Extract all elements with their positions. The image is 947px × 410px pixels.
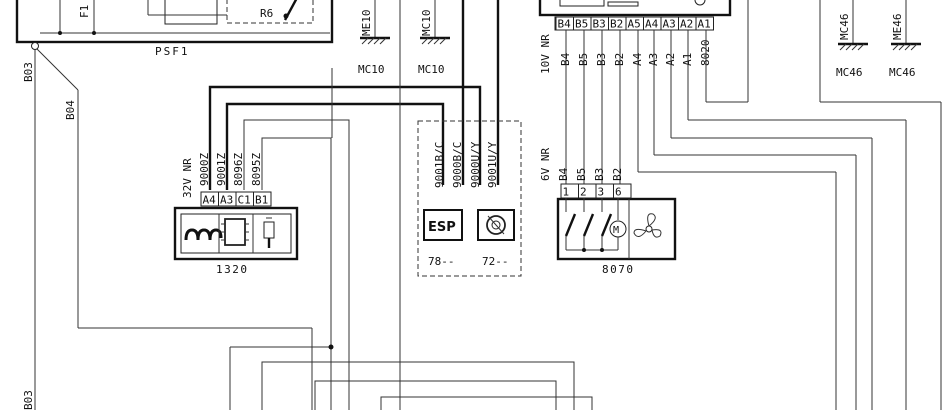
component-1320-label: 1320	[216, 263, 249, 276]
switch-contacts	[564, 198, 618, 252]
top-connector-pin: A5	[628, 18, 641, 31]
mc10-left-label: MC10	[358, 63, 385, 76]
top-connector-pin: A2	[680, 18, 693, 31]
me10-wire-label: ME10	[360, 10, 373, 37]
coil-icon	[184, 228, 223, 241]
c1320-pin-cell	[253, 191, 272, 207]
top-connector-pin-cell	[695, 16, 714, 31]
c1320-wires	[208, 85, 482, 410]
center-wires	[229, 0, 593, 410]
motor-label: M	[613, 225, 619, 236]
mc10-wire-label: MC10	[420, 10, 433, 37]
psf1-box: F1 R6 PSF1	[15, 0, 334, 58]
c8070-wire-label: B2	[611, 168, 624, 181]
motor-icon: M	[609, 198, 627, 250]
mc10-right-label: MC10	[418, 63, 445, 76]
b03-label: B03	[22, 62, 35, 82]
esp-icon: ESP	[423, 209, 463, 241]
r6-label: R6	[260, 7, 273, 20]
c1320-wire-label: 8096Z	[232, 153, 245, 186]
mc46-right-label: MC46	[889, 66, 916, 79]
b04-label: B04	[64, 100, 77, 120]
top-connector-nr: 10V NR	[539, 34, 552, 74]
mc46-left-label: MC46	[836, 66, 863, 79]
ground-mc10-right: MC10 MC10	[418, 0, 450, 76]
top-connector-pin: B2	[610, 18, 623, 31]
mc46-wire-label: MC46	[838, 14, 851, 41]
ground-mc46-right: ME46 MC46	[889, 0, 921, 79]
c8070-nr: 6V NR	[539, 148, 552, 181]
ground-mc10-left: ME10 MC10	[358, 0, 390, 76]
c1320-wire-label: 9001Z	[215, 153, 228, 186]
esp-code: 78--	[428, 255, 455, 268]
me46-wire-label: ME46	[891, 14, 904, 41]
c1320-wire-label: 9000Z	[198, 153, 211, 186]
top-connector-pin: A1	[698, 18, 711, 31]
c1320-pin: A4	[203, 194, 217, 207]
c8070-pin: 2	[580, 186, 587, 199]
esp-block: 9001B/C 9000B/C 9000U/Y 9001U/Y ESP 78-- 72…	[417, 120, 522, 277]
injector-icon	[263, 217, 275, 248]
c8070-pin: 3	[598, 186, 605, 199]
esp-wire-label: 9001U/Y	[486, 141, 499, 188]
f1-label: F1	[78, 5, 91, 18]
psf1-output-wires: B03 B04 B03	[22, 42, 312, 410]
ground-mc46-left: MC46 MC46	[836, 0, 868, 79]
c8070-wire-label: B3	[593, 168, 606, 181]
esp-wire-label: 9000U/Y	[469, 141, 482, 188]
c1320-nr: 32V NR	[181, 158, 194, 198]
abs-code: 72--	[482, 255, 509, 268]
c8070-wire-label: B4	[557, 167, 570, 181]
component-8070-label: 8070	[602, 263, 635, 276]
c8070-pin: 6	[615, 186, 622, 199]
ecu-chip-icon	[221, 218, 249, 246]
top-connector-pin: A4	[645, 18, 659, 31]
c8070-wire-label: B5	[575, 168, 588, 181]
psf1-label: PSF1	[155, 45, 190, 58]
c1320-pin: C1	[238, 194, 251, 207]
abs-icon	[477, 209, 515, 241]
c1320-wire-label: 8095Z	[250, 153, 263, 186]
fan-icon	[633, 213, 662, 238]
c1320-pin: B1	[255, 194, 268, 207]
esp-label: ESP	[428, 220, 456, 235]
b03-bottom-label: B03	[22, 390, 35, 410]
top-connector-wires	[565, 0, 907, 410]
top-connector-pin: A3	[663, 18, 676, 31]
top-connector-pin: B4	[558, 18, 572, 31]
esp-wire-label: 9000B/C	[451, 142, 464, 188]
top-connector-pin: B5	[575, 18, 588, 31]
esp-wire-label: 9001B/C	[433, 142, 446, 188]
top-connector-pin: B3	[593, 18, 606, 31]
c8070-pin-cell	[613, 183, 632, 199]
c1320-pin: A3	[220, 194, 233, 207]
c8070-pin: 1	[563, 186, 570, 199]
